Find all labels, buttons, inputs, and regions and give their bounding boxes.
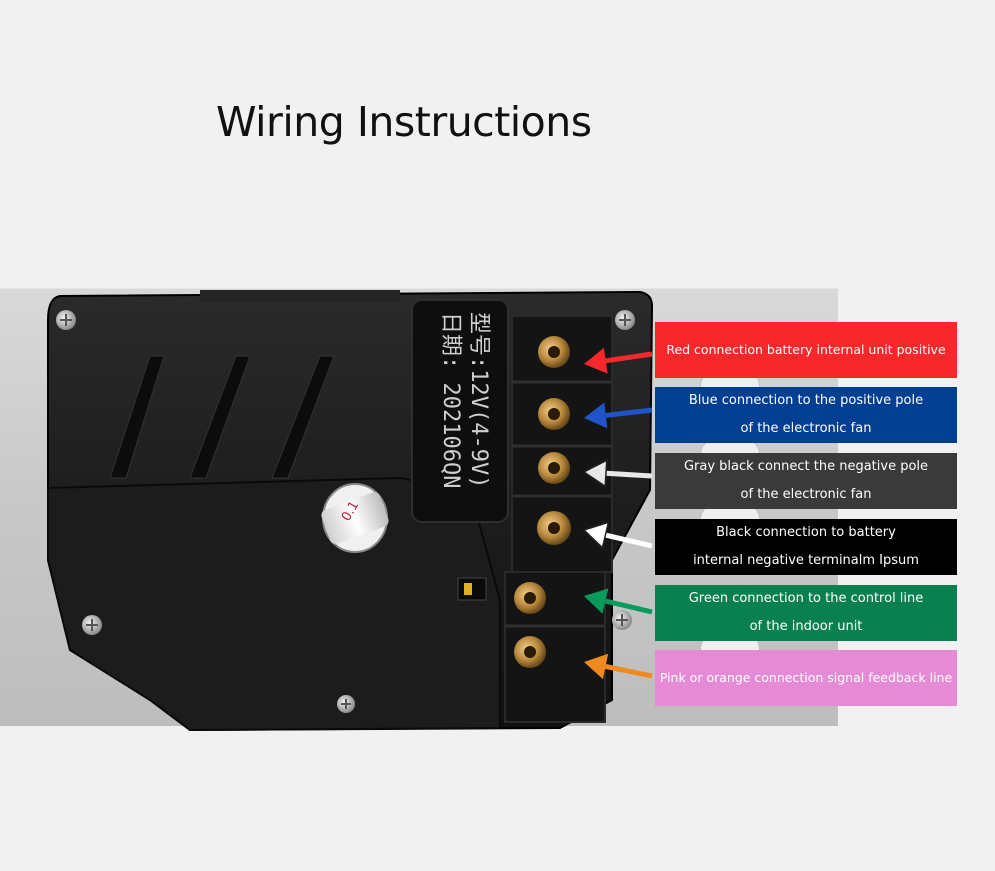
- screw-top-right: [615, 310, 635, 330]
- label-red-line-1: Red connection battery internal unit pos…: [666, 342, 946, 357]
- label-blue-line-2: of the electronic fan: [740, 421, 872, 436]
- arrow-pink-shaft: [605, 663, 653, 679]
- label-gray-line-1: Gray black connect the negative pole: [683, 459, 929, 474]
- screw-bottom-center: [337, 695, 355, 713]
- wiring-arrows: [582, 347, 653, 680]
- arrow-blue-shaft: [605, 407, 653, 418]
- label-gray-wire: Gray black connect the negative pole of …: [655, 453, 957, 509]
- arrow-black-shaft: [604, 532, 653, 549]
- screw-bottom-left: [82, 615, 102, 635]
- label-red-wire: Red connection battery internal unit pos…: [655, 322, 957, 378]
- terminal-6: [514, 636, 546, 668]
- label-pink-wire: Pink or orange connection signal feedbac…: [655, 650, 957, 706]
- terminal-2: [538, 398, 570, 430]
- arrow-pink-head: [584, 653, 609, 680]
- label-blue-wire: Blue connection to the positive pole of …: [655, 387, 957, 443]
- capacitor: 0.1: [321, 483, 389, 553]
- label-black-line-1: Black connection to battery: [716, 525, 896, 540]
- jumper-switch: [457, 577, 487, 601]
- page-title: Wiring Instructions: [216, 98, 592, 146]
- screw-right-middle: [612, 610, 632, 630]
- arrow-green-shaft: [604, 598, 653, 615]
- arrow-green-head: [584, 588, 609, 614]
- label-green-line-1: Green connection to the control line: [688, 591, 924, 606]
- arrow-gray-shaft: [605, 470, 653, 479]
- label-gray-line-2: of the electronic fan: [740, 487, 872, 502]
- device-label-plate: [411, 299, 509, 523]
- device-marking-model: 型号:12V(4-9V): [466, 312, 491, 488]
- actuator-top-ridge: [200, 290, 400, 302]
- arrow-blue-head: [584, 402, 608, 429]
- label-green-wire: Green connection to the control line of …: [655, 585, 957, 641]
- arrow-black-head: [582, 521, 610, 550]
- arrow-red-head: [584, 347, 608, 374]
- screw-top-left: [56, 310, 76, 330]
- device-marking-date: 日期: 202106QN: [438, 312, 463, 488]
- cooling-fins: [109, 355, 335, 479]
- terminal-5: [514, 582, 546, 614]
- terminal-3: [538, 452, 570, 484]
- arrow-red-shaft: [605, 351, 653, 364]
- label-green-line-2: of the indoor unit: [749, 619, 863, 634]
- arrow-gray-head: [582, 459, 608, 488]
- terminal-4: [537, 511, 571, 545]
- label-black-wire: Black connection to battery internal neg…: [655, 519, 957, 575]
- terminal-1: [538, 336, 570, 368]
- label-black-line-2: internal negative terminalm Ipsum: [693, 553, 919, 568]
- label-blue-line-1: Blue connection to the positive pole: [688, 393, 924, 408]
- label-pink-line-1: Pink or orange connection signal feedbac…: [659, 670, 953, 685]
